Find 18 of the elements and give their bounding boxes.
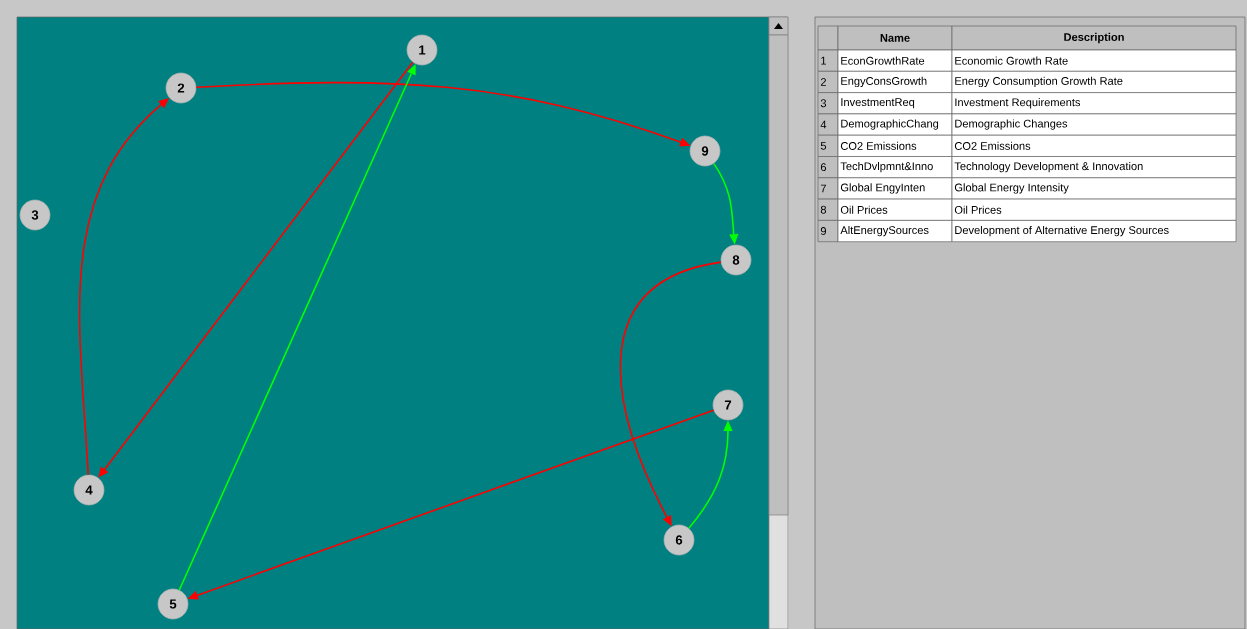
table-cell: CO2 Emissions [837, 134, 953, 157]
row-number-cell: 2 [817, 70, 839, 93]
row-number-cell: 7 [817, 177, 839, 200]
table-cell: Oil Prices [837, 198, 953, 221]
table-cell: InvestmentReq [837, 92, 953, 115]
table-cell: DemographicChang [837, 113, 953, 136]
row-number-cell: 4 [817, 113, 839, 136]
row-number-cell: 3 [817, 92, 839, 115]
row-number-cell: 5 [817, 134, 839, 157]
row-number-cell: 1 [817, 49, 839, 72]
table-cell: Global EngyInten [837, 177, 953, 200]
row-number-cell: 6 [817, 156, 839, 179]
table-cell: EconGrowthRate [837, 49, 953, 72]
row-number-cell: 9 [817, 220, 839, 243]
table-cell: AltEnergySources [837, 220, 953, 243]
table-cell: TechDvlpmnt&Inno [837, 156, 953, 179]
row-number-cell: 8 [817, 198, 839, 221]
table-cell: EngyConsGrowth [837, 70, 953, 93]
